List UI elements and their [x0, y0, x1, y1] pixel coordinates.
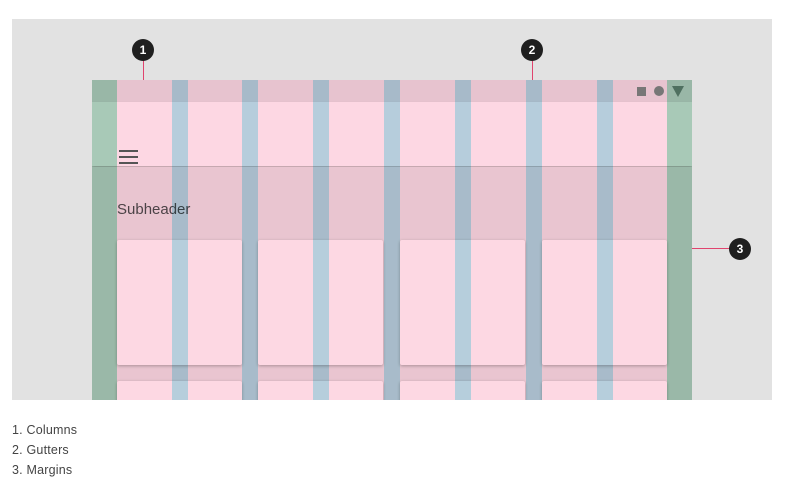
- callout-columns: 1: [132, 39, 154, 61]
- legend-item-gutters: 2. Gutters: [12, 443, 69, 457]
- gutter: [526, 80, 542, 400]
- callout-line-margins: [692, 248, 729, 249]
- legend-item-columns: 1. Columns: [12, 423, 78, 437]
- callout-line-gutters: [532, 60, 533, 80]
- callout-line-columns: [143, 60, 144, 80]
- circle-icon: [654, 86, 664, 96]
- menu-icon[interactable]: [119, 150, 138, 164]
- stop-icon: [637, 86, 646, 96]
- gutter: [242, 80, 258, 400]
- gutter: [597, 80, 613, 400]
- margin-left: [92, 80, 117, 400]
- legend-item-margins: 3. Margins: [12, 463, 73, 477]
- callout-margins: 3: [729, 238, 751, 260]
- device-frame: Subheader: [92, 80, 692, 400]
- callout-gutters: 2: [521, 39, 543, 61]
- legend: 1. Columns 2. Gutters 3. Margins: [12, 420, 77, 480]
- gutter: [384, 80, 400, 400]
- gutter: [313, 80, 329, 400]
- gutter: [455, 80, 471, 400]
- grid-diagram-figure: Subheader 1 2 3: [12, 19, 772, 400]
- gutter: [172, 80, 188, 400]
- margin-right: [667, 80, 692, 400]
